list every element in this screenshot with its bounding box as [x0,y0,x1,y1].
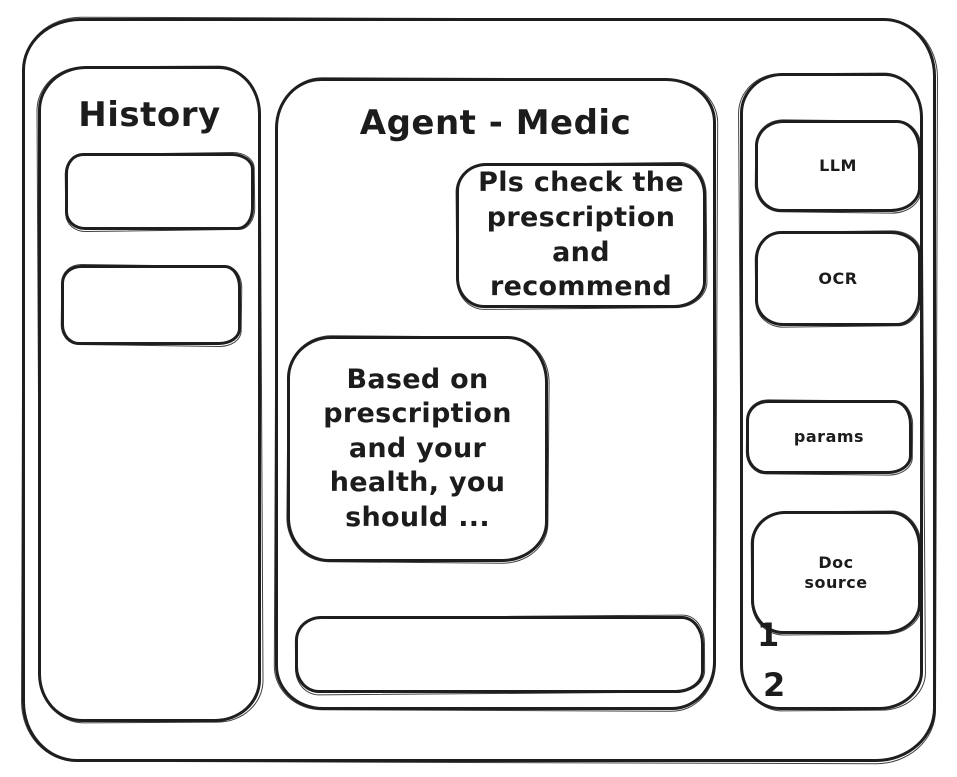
doc-source-button[interactable]: Doc source [751,511,921,634]
history-title: History [78,95,221,135]
params-button[interactable]: params [746,400,912,474]
history-item[interactable] [61,265,241,345]
chat-title: Agent - Medic [359,103,632,143]
chat-panel: Agent - Medic Pls check the prescription… [275,78,716,710]
ocr-button[interactable]: OCR [755,231,921,326]
user-message-text: Pls check the prescription and recommend [478,167,684,303]
history-item[interactable] [65,153,254,230]
llm-button[interactable]: LLM [755,120,921,212]
assistant-message-text: Based on prescription and your health, y… [323,363,512,533]
doc-source-note-2: 2 [763,666,786,704]
doc-source-note-1: 1 [757,616,780,654]
tools-panel: LLM OCR params Doc source 1 2 [740,73,923,710]
chat-input-bar[interactable] [295,616,704,693]
history-panel: History [38,66,261,722]
chat-input[interactable] [310,623,689,686]
assistant-message-bubble: Based on prescription and your health, y… [287,336,548,562]
user-message-bubble: Pls check the prescription and recommend [456,163,706,308]
